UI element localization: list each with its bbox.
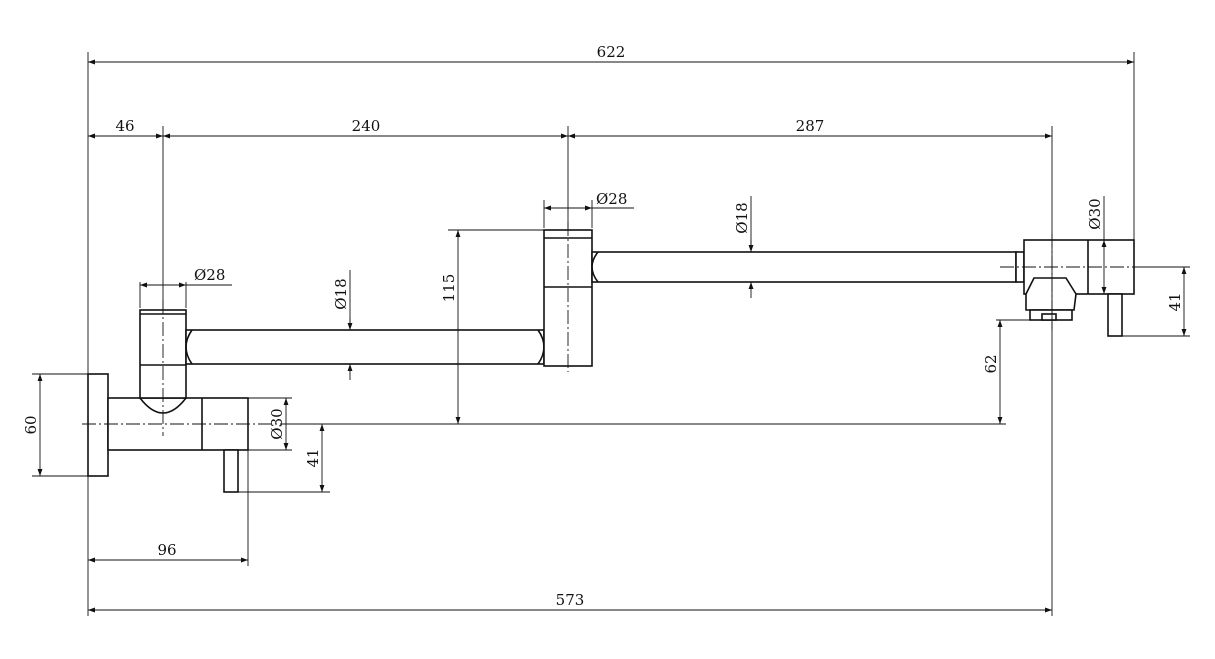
- left-arm: [185, 329, 545, 365]
- aerator-tip: [1041, 313, 1057, 321]
- label-41-left: 41: [304, 448, 322, 467]
- label-573: 573: [556, 591, 585, 609]
- label-240: 240: [352, 117, 381, 135]
- dimension-lines: [37, 59, 1187, 613]
- label-dia18-right: Ø18: [733, 202, 751, 233]
- wall-flange: [87, 373, 109, 477]
- right-arm: [591, 251, 1017, 283]
- label-287: 287: [796, 117, 825, 135]
- label-dia30-right: Ø30: [1086, 198, 1104, 229]
- label-96: 96: [157, 541, 176, 559]
- label-60: 60: [22, 415, 40, 434]
- label-dia28-mid: Ø28: [596, 190, 627, 208]
- dimension-labels: 622 46 240 287 Ø28 Ø28 96 573 60 115 62 …: [22, 43, 1184, 609]
- faucet-body: [87, 229, 1135, 493]
- label-dia30-left: Ø30: [268, 408, 286, 439]
- spout-nozzle: [1025, 277, 1077, 311]
- label-115: 115: [440, 274, 458, 303]
- extension-lines: [32, 52, 1190, 616]
- label-46: 46: [115, 117, 134, 135]
- right-valve-handle: [1107, 293, 1123, 337]
- label-dia28-left: Ø28: [194, 266, 225, 284]
- left-valve-handle: [223, 449, 239, 493]
- label-dia18-left: Ø18: [332, 278, 350, 309]
- label-622: 622: [597, 43, 626, 61]
- label-62: 62: [982, 354, 1000, 373]
- label-41-right: 41: [1166, 292, 1184, 311]
